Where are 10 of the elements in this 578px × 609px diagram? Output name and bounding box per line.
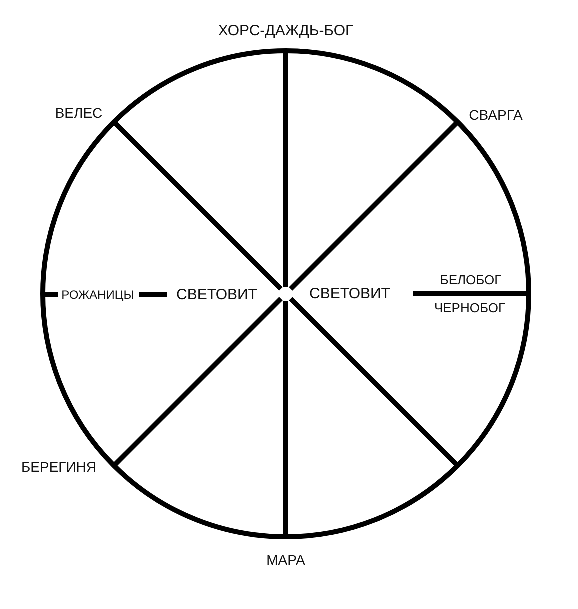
sector-label: БЕРЕГИНЯ bbox=[21, 460, 97, 474]
sector-label: СВАРГА bbox=[469, 108, 523, 122]
sector-label: МАРА bbox=[266, 553, 306, 567]
sector-label: РОЖАНИЦЫ bbox=[62, 289, 134, 301]
sector-label: БЕЛОБОГ bbox=[440, 274, 502, 286]
center-label: СВЕТОВИТ bbox=[310, 286, 390, 302]
sector-label: ХОРС-ДАЖДЬ-БОГ bbox=[218, 24, 354, 38]
center-label: СВЕТОВИТ bbox=[176, 288, 258, 302]
sector-label: ЧЕРНОБОГ bbox=[434, 302, 506, 314]
sector-label: ВЕЛЕС bbox=[55, 106, 103, 120]
